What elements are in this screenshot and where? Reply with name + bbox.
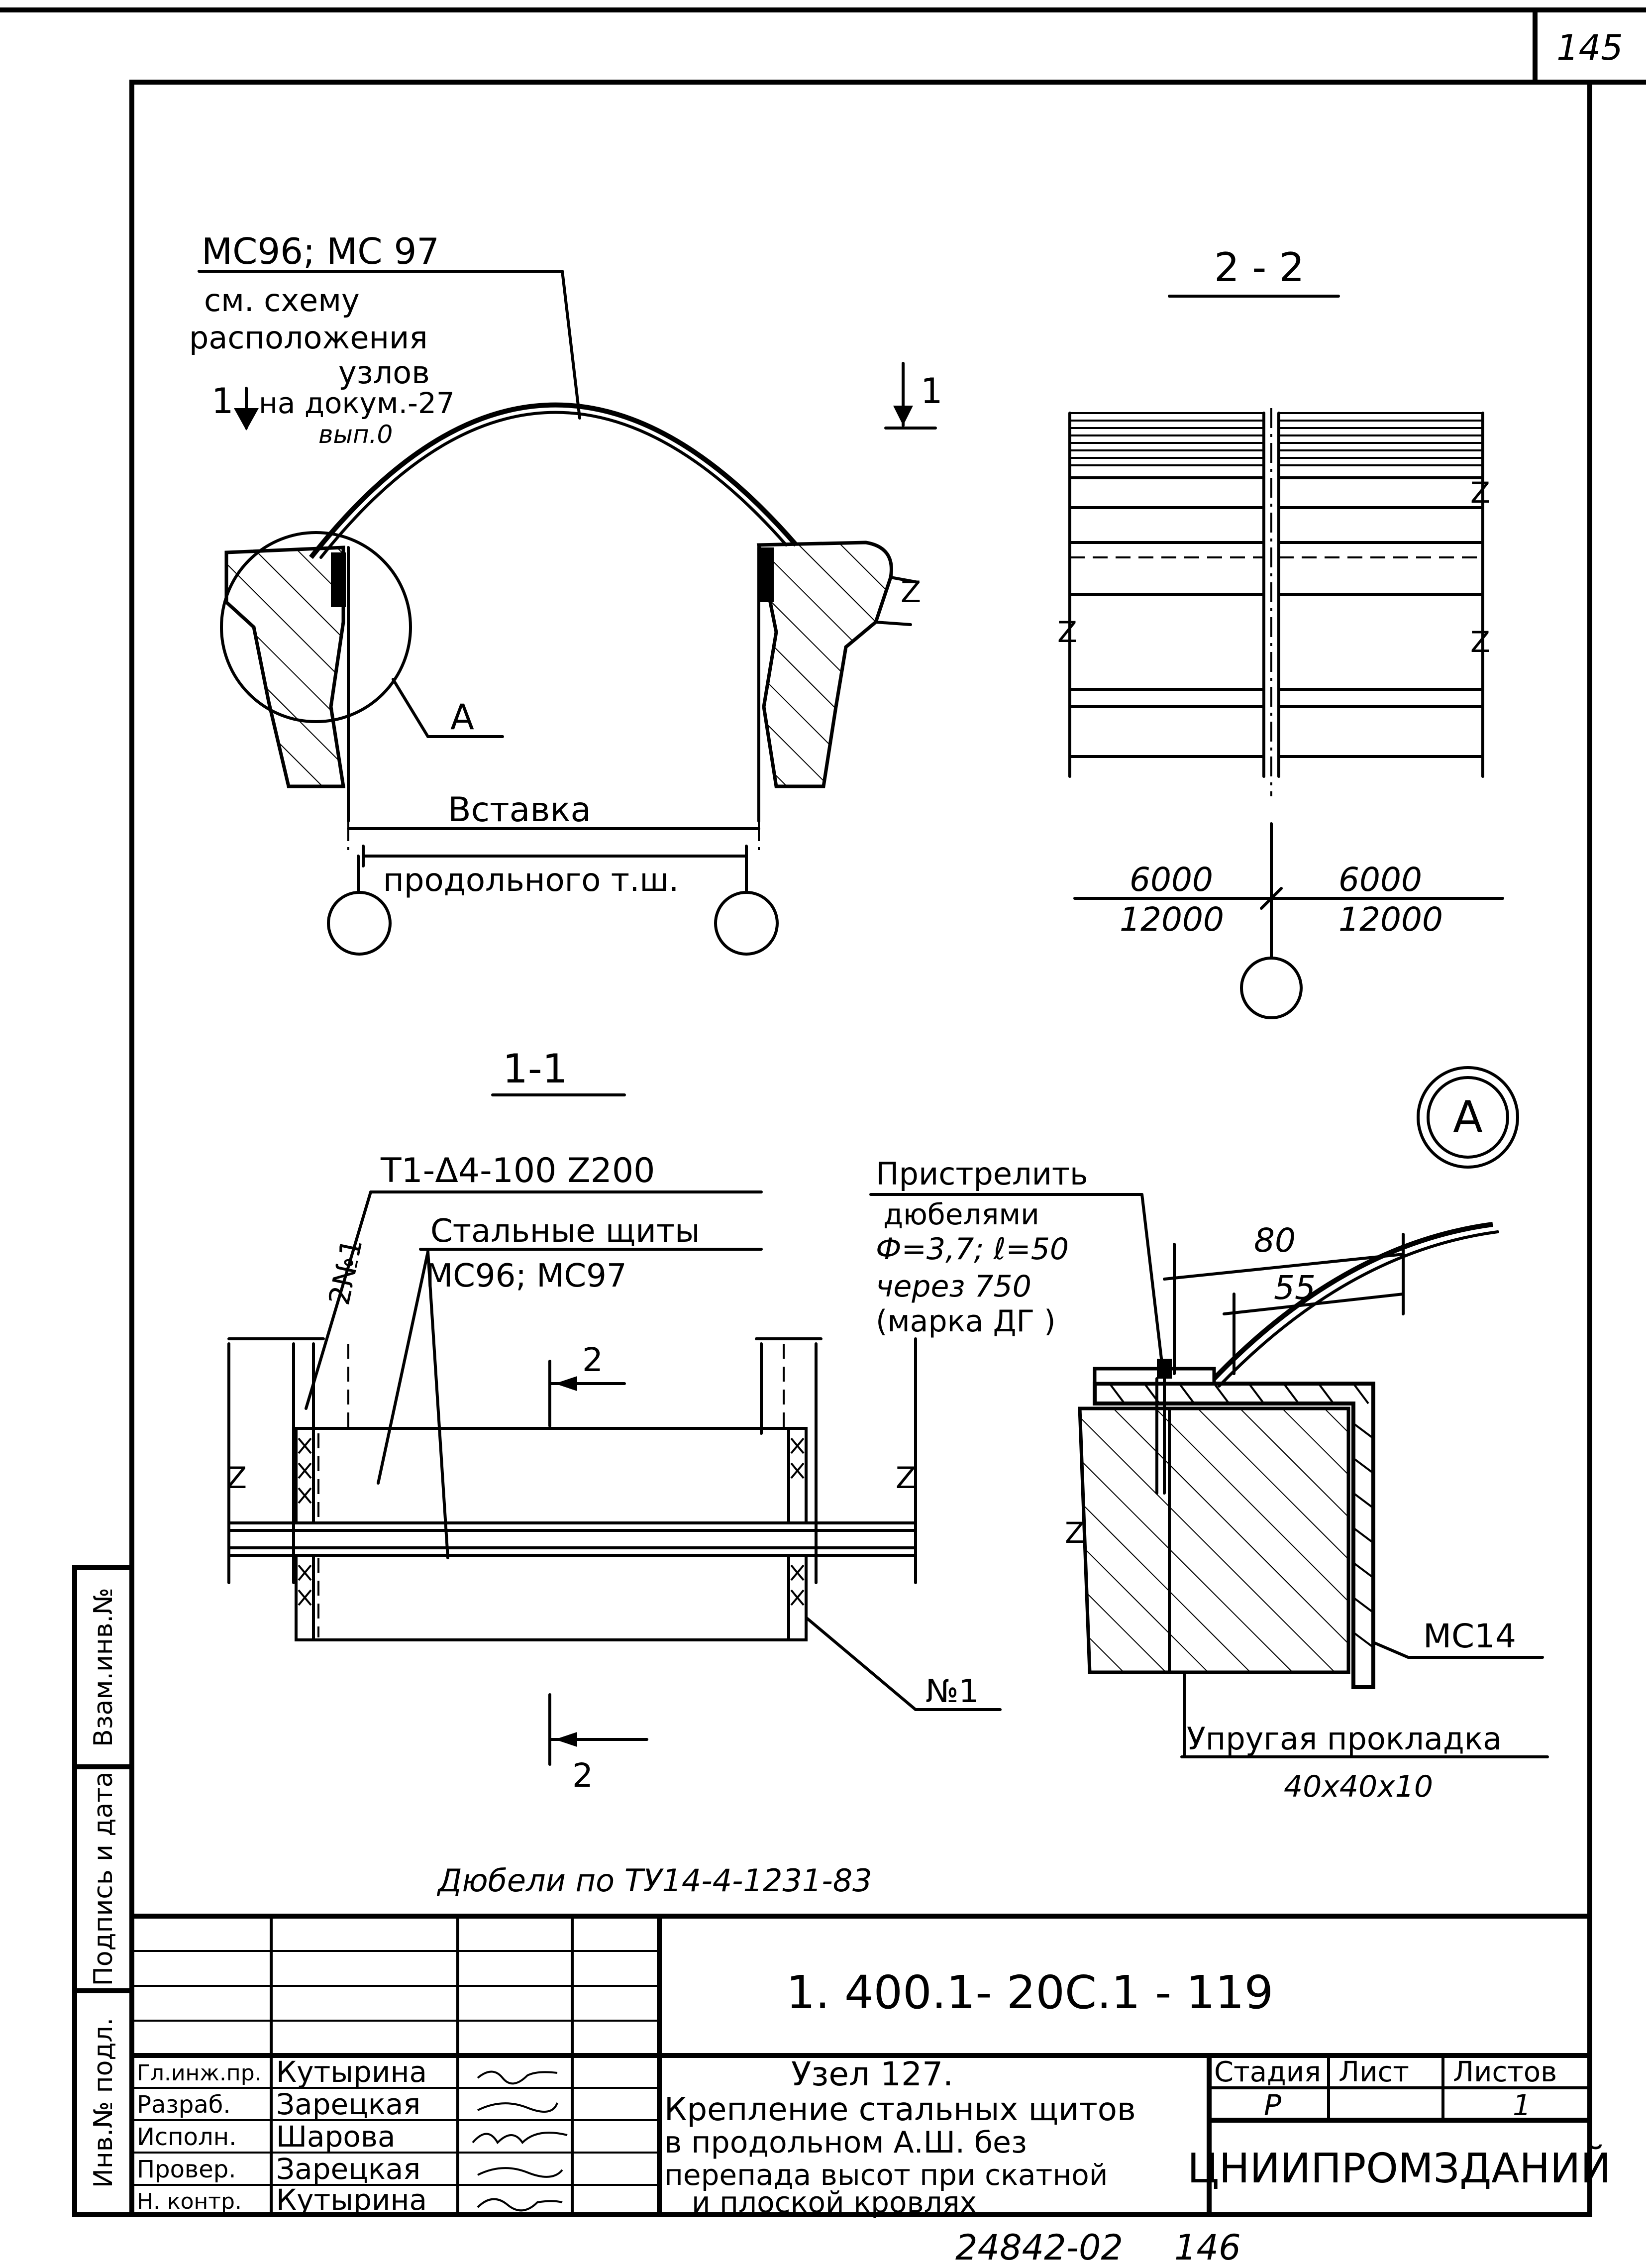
elastic-pad-label: Упругая прокладка [1187, 1721, 1502, 1757]
title-block: 1. 400.1- 20С.1 - 119 Гл.инж.пр. Кутырин… [132, 1914, 1611, 2219]
detail-a-title: А [1453, 1091, 1483, 1143]
break-mark-2-2-right: Z [1470, 476, 1490, 510]
break-mark-2-2-left: Z [1057, 615, 1077, 649]
side-stamp-signature-date: Подпись и дата [89, 1772, 118, 1986]
sheets-header: Листов [1453, 2056, 1557, 2088]
sheet-frame [0, 7, 1646, 2217]
dowel-note-1: Пристрелить [876, 1156, 1088, 1192]
side-stamp-original-inv: Инв.№ подл. [89, 2018, 118, 2188]
dowel-note-2: дюбелями [883, 1197, 1039, 1231]
page-number: 145 [1556, 27, 1623, 68]
label-mc96-mc97-top: МС96; МС 97 [202, 230, 439, 272]
note-line-2: расположения [189, 320, 428, 356]
side-stamp: Взам.инв.№ Подпись и дата Инв.№ подл. [72, 1565, 134, 2217]
dim-12000-right: 12000 [1338, 900, 1443, 939]
dim-12000-left: 12000 [1120, 900, 1224, 939]
organization: ЦНИИПРОМЗДАНИЙ [1187, 2144, 1611, 2192]
arch-section-view: МС96; МС 97 см. схему расположения узлов… [189, 230, 943, 956]
dowels-tu-note: Дюбели по ТУ14-4-1231-83 [436, 1862, 872, 1899]
dowel-note-4: через 750 [876, 1269, 1031, 1304]
signature-5 [477, 2198, 563, 2212]
name-checker: Зарецкая [276, 2152, 420, 2186]
doc-code: 1. 400.1- 20С.1 - 119 [786, 1966, 1273, 2019]
stage-value: Р [1264, 2088, 1281, 2122]
label-t1: Т1-Δ4-100 Z200 [380, 1151, 655, 1190]
section-2-2-view: 2 - 2 [1057, 244, 1504, 1019]
label-mc96-mc97-mid: МС96; МС97 [425, 1258, 627, 1295]
role-executor: Исполн. [137, 2123, 236, 2151]
signature-4 [477, 2167, 563, 2178]
title-line-5: и плоской кровлях [692, 2185, 977, 2219]
cut-marker-right: 1 [921, 371, 943, 412]
note-line-3: узлов [338, 354, 430, 391]
name-norm-control: Кутырина [276, 2183, 427, 2217]
note-line-4: на докум.-27 [259, 386, 455, 420]
dowel-note-3: Ф=3,7; ℓ=50 [876, 1232, 1069, 1267]
dim-6000-left: 6000 [1130, 861, 1213, 899]
title-line-3: в продольном А.Ш. без [664, 2125, 1027, 2160]
signature-3 [472, 2132, 568, 2145]
role-chief-engineer: Гл.инж.пр. [137, 2060, 262, 2086]
bottom-code: 24842-02 [955, 2227, 1123, 2268]
cut-marker-left: 1 [211, 381, 234, 422]
callout-a-label: А [450, 697, 474, 738]
break-mark-2-2-mid: Z [1470, 625, 1490, 659]
note-line-1: см. схему [204, 282, 360, 319]
signature-1 [477, 2070, 558, 2085]
role-developer: Разраб. [137, 2091, 231, 2119]
name-chief-engineer: Кутырина [276, 2055, 427, 2089]
sheets-value: 1 [1513, 2088, 1531, 2122]
dim-6000-right: 6000 [1338, 861, 1422, 899]
break-mark-arch: Z [901, 575, 921, 610]
title-line-1: Узел 127. [791, 2055, 953, 2093]
note-line-5: вып.0 [318, 420, 393, 449]
insert-label-2: продольного т.ш. [383, 862, 679, 899]
section-1-1-view: 1-1 Т1-Δ4-100 Z200 Стальные щиты МС96; М… [226, 1046, 1002, 1795]
sheet-header: Лист [1338, 2056, 1409, 2088]
label-n1: №1 [926, 1673, 979, 1710]
name-executor: Шарова [276, 2120, 396, 2154]
label-steel-shields: Стальные щиты [430, 1213, 700, 1250]
side-stamp-replace-inv: Взам.инв.№ [89, 1588, 118, 1747]
section-2-2-title: 2 - 2 [1214, 244, 1305, 291]
role-norm-control: Н. контр. [137, 2189, 242, 2214]
dowel-note-5: (марка ДГ ) [876, 1304, 1056, 1339]
cut-marker-2-top: 2 [582, 1341, 603, 1379]
break-mark-right: Z [896, 1461, 916, 1496]
stage-header: Стадия [1214, 2056, 1321, 2088]
detail-a-view: А Пристрелить дюбелями Ф=3,7; ℓ=50 через… [869, 1066, 1549, 1804]
dim-80: 80 [1254, 1221, 1296, 1260]
break-mark-left: Z [226, 1461, 247, 1496]
insert-label: Вставка [448, 790, 591, 830]
dim-55: 55 [1274, 1269, 1316, 1307]
section-1-1-title: 1-1 [503, 1046, 568, 1092]
name-developer: Зарецкая [276, 2087, 420, 2121]
signature-2 [477, 2102, 558, 2113]
label-2n1: 2№1 [322, 1236, 369, 1308]
title-line-4: перепада высот при скатной [664, 2158, 1108, 2192]
break-mark-detail: Z [1065, 1516, 1085, 1550]
label-mc14: МС14 [1423, 1617, 1516, 1655]
bottom-page: 146 [1174, 2227, 1241, 2268]
elastic-pad-size: 40х40х10 [1284, 1769, 1433, 1804]
role-checker: Провер. [137, 2156, 236, 2183]
title-line-2: Крепление стальных щитов [664, 2091, 1136, 2128]
cut-marker-2-bottom: 2 [572, 1756, 593, 1795]
